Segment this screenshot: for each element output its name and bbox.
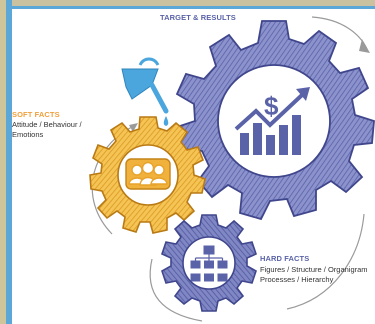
soft-facts-line-1: Attitude / Behaviour / xyxy=(12,120,82,129)
target-results-title: TARGET & RESULTS xyxy=(160,13,236,22)
arrow-head xyxy=(359,39,370,53)
arrow-head xyxy=(129,123,138,132)
org-chart-icon xyxy=(190,245,228,282)
soft-facts-line-2: Emotions xyxy=(12,130,44,139)
soft-facts-title: SOFT FACTS xyxy=(12,110,60,119)
oil-can-icon xyxy=(121,57,169,126)
hard-facts-line-2: Processes / Hierarchy xyxy=(260,275,334,284)
accent-border-left xyxy=(6,0,12,324)
revenue-chart-icon: $ xyxy=(234,87,310,155)
diagram-card: $ T xyxy=(12,6,375,324)
svg-text:$: $ xyxy=(264,91,279,121)
hard-facts-title: HARD FACTS xyxy=(260,254,310,263)
team-icon xyxy=(125,158,171,190)
background-strip xyxy=(0,0,6,324)
hard-facts-line-1: Figures / Structure / Organigram xyxy=(260,265,368,274)
gears-diagram: $ xyxy=(89,16,375,322)
